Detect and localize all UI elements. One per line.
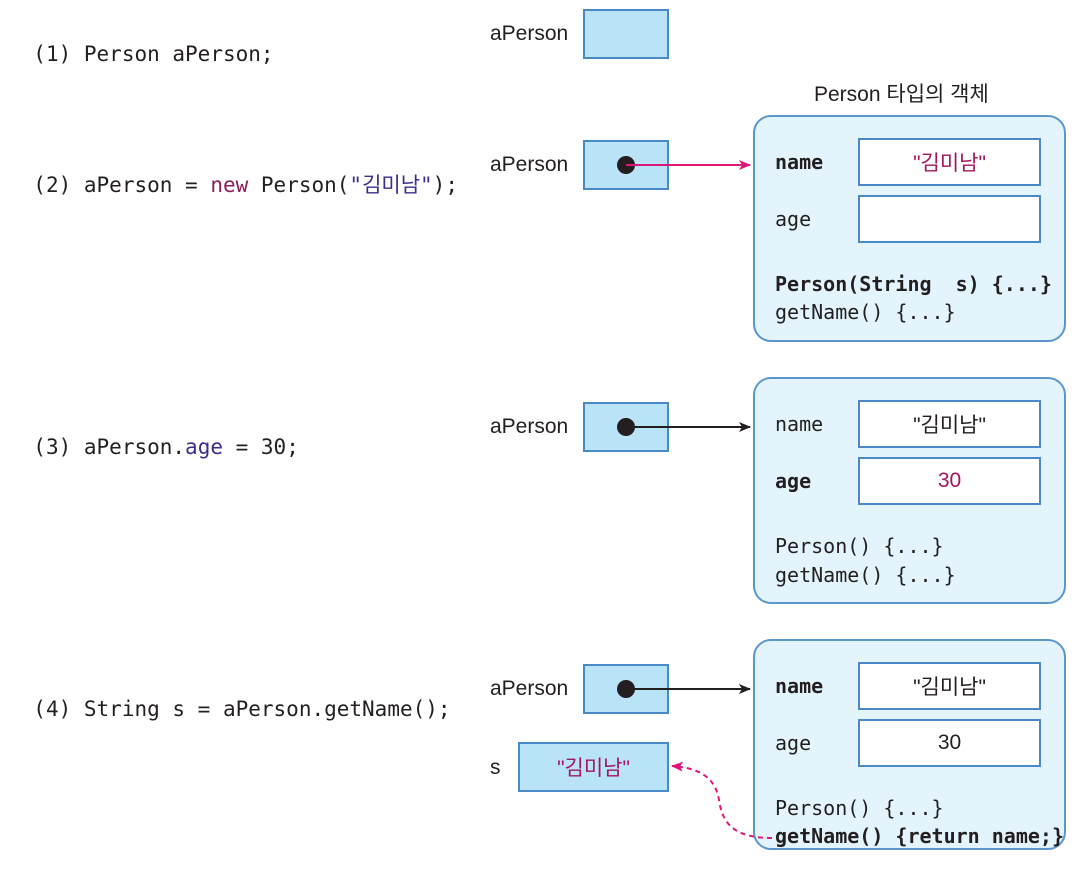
step-1-number: (1) — [33, 42, 72, 66]
step-3-field-age: age — [185, 435, 223, 459]
step-2-getname-method: getName() {...} — [775, 300, 956, 324]
step-2-code: (2) aPerson = new Person("김미남"); — [8, 154, 458, 196]
step-2-name-label: name — [775, 150, 824, 174]
step-4-name-value: "김미남" — [858, 662, 1041, 710]
object-caption: Person 타입의 객체 — [814, 83, 989, 106]
return-value-arrow — [671, 761, 773, 839]
step-2-number: (2) — [33, 173, 72, 197]
s-value-box: "김미남" — [518, 742, 669, 792]
step-2-age-label: age — [775, 207, 812, 231]
step-3-name-value: "김미남" — [858, 400, 1041, 448]
step-3-age-value: 30 — [858, 457, 1041, 505]
step-3-var-label: aPerson — [490, 415, 569, 438]
step-4-age-label: age — [775, 731, 812, 755]
step-2-code-pre: aPerson = — [83, 173, 211, 197]
step-4-name-label: name — [775, 674, 824, 698]
step-4-getname-method: getName() {return name;} — [775, 824, 1064, 848]
step-4-age-value: 30 — [858, 719, 1041, 767]
step-4-code: (4) String s = aPerson.getName(); — [8, 678, 451, 721]
step-3-age-label: age — [775, 469, 812, 493]
step-2-code-post: ); — [432, 173, 458, 197]
step-4-number: (4) — [33, 697, 72, 721]
step-3-name-label: name — [775, 412, 824, 436]
step-3-getname-method: getName() {...} — [775, 563, 956, 587]
step-2-keyword-new: new — [210, 173, 249, 197]
step-4-var-label: aPerson — [490, 677, 569, 700]
step-3-number: (3) — [33, 435, 72, 459]
step-3-constructor: Person() {...} — [775, 534, 944, 558]
step-2-var-label: aPerson — [490, 153, 569, 176]
step-3-code-pre: aPerson. — [83, 435, 186, 459]
step-3-code-post: = 30; — [222, 435, 299, 459]
step-2-constructor: Person(String s) {...} — [775, 272, 1052, 296]
step-4-constructor: Person() {...} — [775, 796, 944, 820]
step-3-code: (3) aPerson.age = 30; — [8, 416, 299, 458]
step-2-code-mid: Person( — [248, 173, 350, 197]
step-2-string-arg: "김미남" — [349, 173, 433, 197]
step-4-statement: String s = aPerson.getName(); — [83, 697, 451, 721]
s-var-label: s — [490, 756, 501, 779]
step-2-name-value: "김미남" — [858, 138, 1041, 186]
step-1-var-label: aPerson — [490, 22, 569, 45]
step-1-ref-box — [583, 9, 669, 59]
step-1-statement: Person aPerson; — [83, 42, 274, 66]
step-1-code: (1) Person aPerson; — [8, 23, 274, 66]
step-2-age-value — [858, 195, 1041, 243]
